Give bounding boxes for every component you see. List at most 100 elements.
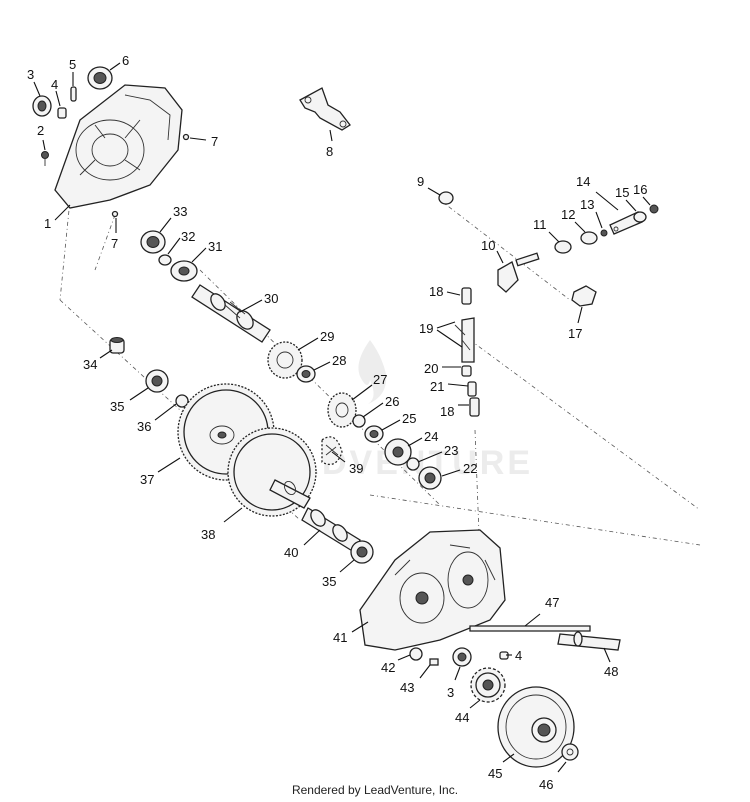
- footer-credit: Rendered by LeadVenture, Inc.: [291, 783, 459, 797]
- oil-seal-3-lower: [452, 647, 472, 667]
- callout-21: 21: [430, 379, 469, 394]
- svg-text:7: 7: [111, 236, 118, 251]
- sprocket-44: [470, 667, 506, 703]
- callout-46: 46: [539, 761, 567, 792]
- callout-24: 24: [407, 429, 438, 447]
- callout-8: 8: [326, 129, 333, 159]
- gear-24: [384, 438, 412, 466]
- spacer-28: [296, 365, 316, 383]
- callout-31: 31: [191, 239, 222, 263]
- svg-text:3: 3: [27, 67, 34, 82]
- shift-fork-8: [299, 87, 351, 131]
- bearing-6: [87, 66, 113, 90]
- callouts: 1 2 3 4 5 6 7 7 8 9 10 11 12 13 14 15 16…: [27, 53, 651, 792]
- plug-7: [111, 133, 190, 218]
- gear-29: [267, 341, 303, 379]
- callout-29: 29: [297, 329, 334, 351]
- svg-text:16: 16: [633, 182, 647, 197]
- svg-text:23: 23: [444, 443, 458, 458]
- callout-5: 5: [69, 57, 76, 86]
- svg-text:48: 48: [604, 664, 618, 679]
- large-gear-38: [227, 427, 317, 517]
- callout-7b: 7: [111, 218, 118, 251]
- washer-23: [406, 457, 420, 471]
- cap-34: [109, 337, 125, 354]
- shift-lever-assembly: [497, 204, 659, 307]
- svg-text:21: 21: [430, 379, 444, 394]
- callout-18b: 18: [440, 404, 469, 419]
- gear-27: [327, 392, 357, 428]
- svg-text:24: 24: [424, 429, 438, 444]
- callout-37: 37: [140, 457, 181, 487]
- svg-text:27: 27: [373, 372, 387, 387]
- callout-42: 42: [381, 654, 411, 675]
- svg-text:43: 43: [400, 680, 414, 695]
- callout-33: 33: [159, 204, 187, 233]
- callout-43: 43: [400, 664, 431, 695]
- callout-41: 41: [333, 621, 369, 645]
- callout-44: 44: [455, 699, 481, 725]
- callout-30: 30: [239, 291, 278, 313]
- callout-13: 13: [580, 197, 603, 229]
- svg-text:18: 18: [429, 284, 443, 299]
- svg-text:33: 33: [173, 204, 187, 219]
- svg-text:46: 46: [539, 777, 553, 792]
- callout-3: 3: [27, 67, 41, 97]
- svg-text:45: 45: [488, 766, 502, 781]
- gear-case-cover: [54, 84, 183, 209]
- callout-7a: 7: [189, 134, 218, 149]
- dowel-5: [70, 86, 77, 102]
- svg-text:14: 14: [576, 174, 590, 189]
- bearing-22: [418, 466, 442, 490]
- callout-34: 34: [83, 349, 113, 372]
- callout-35a: 35: [110, 387, 149, 414]
- shift-rail-assembly: [454, 287, 480, 417]
- callout-47: 47: [524, 595, 559, 627]
- callout-36: 36: [137, 403, 177, 434]
- callout-28: 28: [313, 353, 346, 371]
- callout-32: 32: [167, 229, 195, 255]
- callout-20: 20: [424, 361, 461, 376]
- callout-17: 17: [568, 306, 583, 341]
- svg-text:1: 1: [44, 216, 51, 231]
- callout-45: 45: [488, 753, 515, 781]
- svg-text:25: 25: [402, 411, 416, 426]
- svg-text:35: 35: [322, 574, 336, 589]
- svg-text:8: 8: [326, 144, 333, 159]
- svg-text:5: 5: [69, 57, 76, 72]
- washer-46: [561, 743, 579, 761]
- callout-23: 23: [417, 443, 458, 463]
- callout-15: 15: [615, 185, 637, 212]
- svg-text:28: 28: [332, 353, 346, 368]
- svg-text:10: 10: [481, 238, 495, 253]
- svg-text:47: 47: [545, 595, 559, 610]
- svg-text:26: 26: [385, 394, 399, 409]
- svg-text:37: 37: [140, 472, 154, 487]
- svg-text:34: 34: [83, 357, 97, 372]
- callout-2: 2: [37, 123, 46, 151]
- bearing-35: [145, 369, 169, 393]
- callout-16: 16: [633, 182, 651, 206]
- axle-48: [557, 631, 621, 651]
- svg-text:40: 40: [284, 545, 298, 560]
- svg-text:7: 7: [211, 134, 218, 149]
- svg-text:6: 6: [122, 53, 129, 68]
- callout-25: 25: [381, 411, 416, 431]
- callout-14: 14: [576, 174, 619, 211]
- svg-text:44: 44: [455, 710, 469, 725]
- oil-seal-3: [32, 95, 52, 117]
- svg-text:41: 41: [333, 630, 347, 645]
- svg-text:42: 42: [381, 660, 395, 675]
- svg-text:17: 17: [568, 326, 582, 341]
- drive-chain-39: [321, 436, 343, 466]
- callout-26: 26: [362, 394, 399, 418]
- svg-text:12: 12: [561, 207, 575, 222]
- callout-38: 38: [201, 507, 243, 542]
- svg-text:15: 15: [615, 185, 629, 200]
- callout-10: 10: [481, 238, 504, 264]
- callout-39: 39: [331, 451, 363, 476]
- axle-47: [469, 625, 591, 632]
- svg-text:9: 9: [417, 174, 424, 189]
- svg-text:35: 35: [110, 399, 124, 414]
- key-43: [429, 658, 439, 666]
